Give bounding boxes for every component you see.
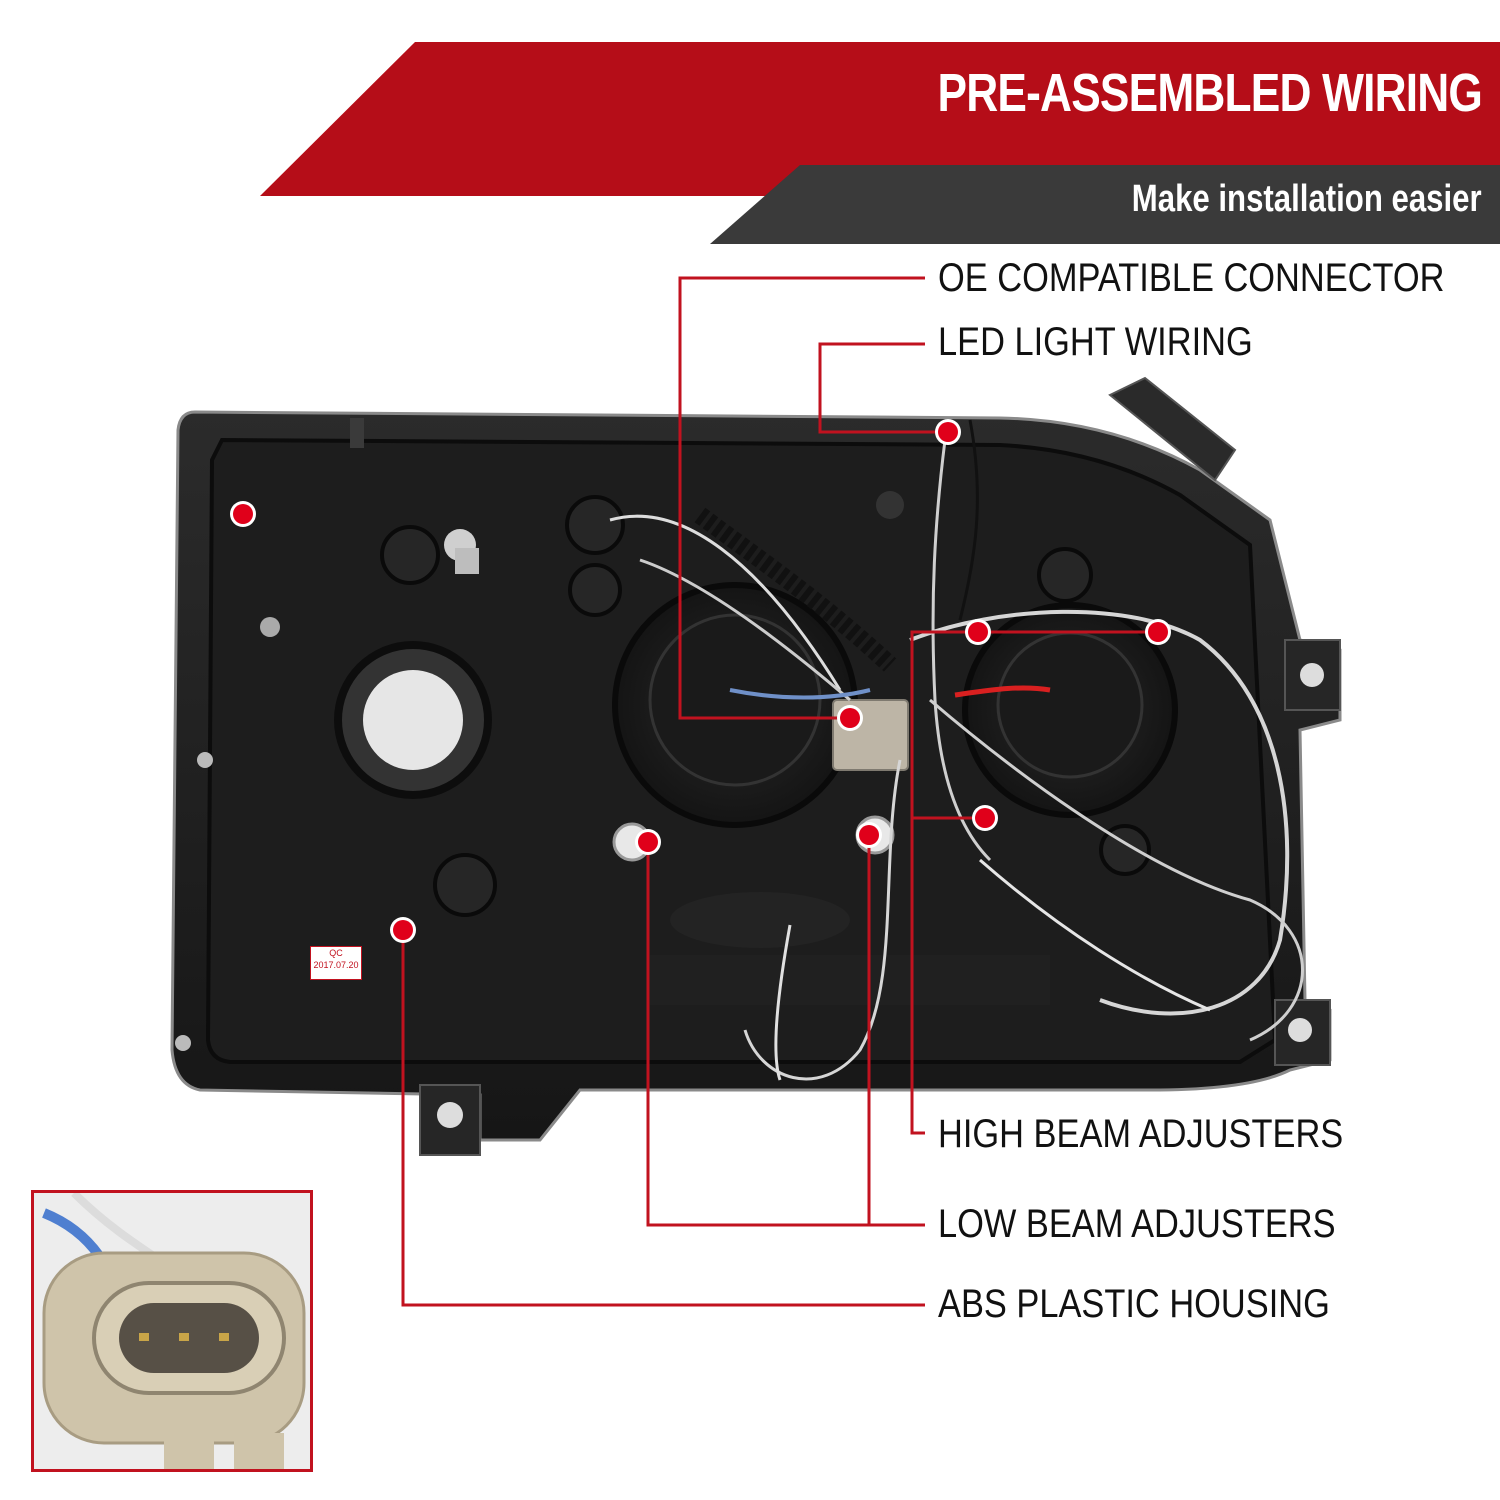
callout-oe-compatible-connector: OE COMPATIBLE CONNECTOR	[938, 256, 1445, 300]
marker-dot	[935, 419, 961, 445]
qc-sticker-title: QC	[329, 948, 343, 958]
marker-dot	[1145, 619, 1171, 645]
connector-closeup-inset	[31, 1190, 313, 1472]
line-abs-housing	[401, 930, 925, 1307]
marker-dots	[230, 419, 1171, 943]
callout-high-beam-adjusters: HIGH BEAM ADJUSTERS	[938, 1112, 1344, 1156]
marker-dot	[635, 829, 661, 855]
line-low-beam	[646, 842, 925, 1227]
marker-dot	[972, 805, 998, 831]
banner-background	[260, 42, 1500, 244]
line-led-wiring	[818, 342, 948, 434]
banner-dark-band	[710, 165, 1500, 244]
marker-dot	[965, 619, 991, 645]
line-oe-connector	[678, 276, 925, 720]
callout-abs-plastic-housing: ABS PLASTIC HOUSING	[938, 1282, 1330, 1326]
callout-low-beam-adjusters: LOW BEAM ADJUSTERS	[938, 1202, 1336, 1246]
callout-led-light-wiring: LED LIGHT WIRING	[938, 320, 1253, 364]
wiring-harness	[609, 419, 1304, 1081]
banner-title: PRE-ASSEMBLED WIRING	[937, 63, 1482, 123]
headlight-housing	[170, 376, 1342, 1156]
banner-subtitle: Make installation easier	[1132, 178, 1482, 220]
marker-dot	[390, 917, 416, 943]
marker-dot	[837, 705, 863, 731]
connector-closeup-image	[34, 1193, 310, 1469]
marker-dot	[230, 501, 256, 527]
line-high-beam	[910, 630, 1158, 1135]
qc-sticker-date: 2017.07.20	[313, 960, 359, 970]
callout-lines	[401, 276, 1158, 1307]
banner-red-band	[260, 42, 1500, 196]
qc-sticker: QC 2017.07.20	[310, 946, 362, 980]
marker-dot	[856, 822, 882, 848]
